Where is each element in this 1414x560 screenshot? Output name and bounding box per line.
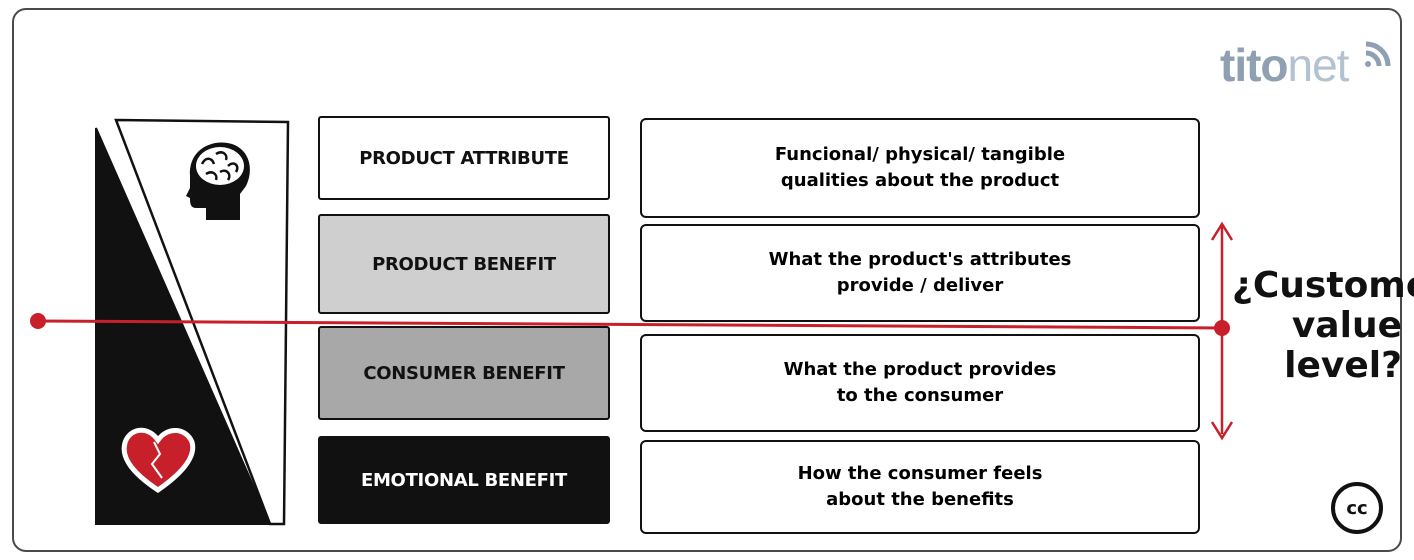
level-label-text: CONSUMER BENEFIT (363, 362, 565, 384)
value-level-line (37, 319, 1223, 330)
customer-value-question: ¿Customer value level? (1232, 265, 1414, 386)
level-label-text: PRODUCT ATTRIBUTE (359, 147, 569, 169)
brain-head-icon (186, 142, 250, 220)
question-line: ¿Customer (1232, 265, 1414, 306)
logo-text-light: net (1287, 39, 1350, 91)
level-label-product-attribute: PRODUCT ATTRIBUTE (318, 116, 610, 200)
question-line: value (1291, 305, 1402, 346)
description-line: How the consumer feels (797, 463, 1043, 484)
arrow-head-up (1210, 221, 1234, 241)
level-description-emotional-benefit: How the consumer feels about the benefit… (640, 440, 1200, 534)
description-line: What the product's attributes (768, 249, 1072, 270)
heart-icon (121, 427, 196, 494)
level-label-product-benefit: PRODUCT BENEFIT (318, 214, 610, 314)
description-line: qualities about the product (780, 170, 1060, 191)
level-label-consumer-benefit: CONSUMER BENEFIT (318, 326, 610, 420)
question-line: level? (1284, 345, 1402, 386)
level-label-text: EMOTIONAL BENEFIT (360, 469, 568, 491)
level-label-text: PRODUCT BENEFIT (372, 253, 556, 275)
license-text: cc (1346, 497, 1368, 519)
description-line: What the product provides (783, 359, 1057, 380)
level-label-emotional-benefit: EMOTIONAL BENEFIT (318, 436, 610, 524)
wifi-icon (1365, 41, 1391, 67)
description-line: to the consumer (836, 385, 1004, 406)
value-line-start-dot (30, 313, 46, 329)
level-description-product-benefit: What the product's attributes provide / … (640, 224, 1200, 322)
level-description-consumer-benefit: What the product provides to the consume… (640, 334, 1200, 432)
description-line: Funcional/ physical/ tangible (774, 144, 1066, 165)
titonet-logo: titonet (1220, 38, 1350, 92)
arrow-head-down (1210, 421, 1234, 441)
description-line: provide / deliver (836, 275, 1004, 296)
description-line: about the benefits (826, 489, 1014, 510)
logo-text-bold: tito (1220, 39, 1289, 91)
creative-commons-icon: cc (1331, 482, 1383, 534)
level-description-product-attribute: Funcional/ physical/ tangible qualities … (640, 118, 1200, 218)
